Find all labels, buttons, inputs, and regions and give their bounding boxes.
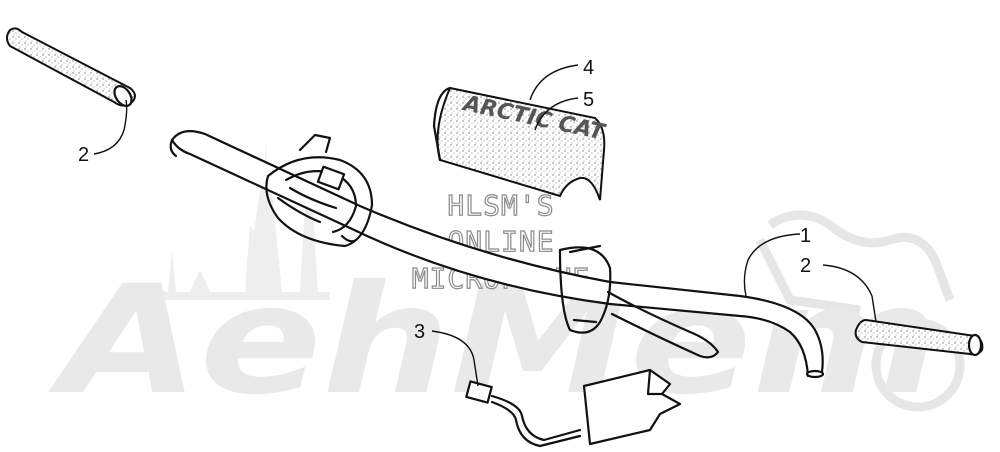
- watermark-motorcycle: [755, 210, 965, 412]
- watermark-skyline: [150, 140, 330, 300]
- handlebar: [169, 129, 825, 379]
- watermark-line-1: HLSM'S: [447, 189, 554, 222]
- callout-1: 1: [800, 225, 811, 247]
- callout-2-left: 2: [78, 144, 89, 166]
- callout-4: 4: [583, 57, 594, 79]
- grip-right: [854, 318, 984, 357]
- brake-lever: [558, 244, 720, 359]
- left-control-housing: [265, 133, 374, 248]
- grip-left: [6, 27, 136, 107]
- callout-5: 5: [583, 89, 594, 111]
- callout-3: 3: [414, 321, 425, 343]
- callout-2-right: 2: [800, 255, 811, 277]
- hand-warmer-switch: [465, 368, 682, 448]
- callout-leaders: [93, 64, 877, 387]
- callout-numbers: 2 4 5 1 2 3: [78, 57, 811, 343]
- watermark-brand-text: AehMem: [48, 254, 940, 428]
